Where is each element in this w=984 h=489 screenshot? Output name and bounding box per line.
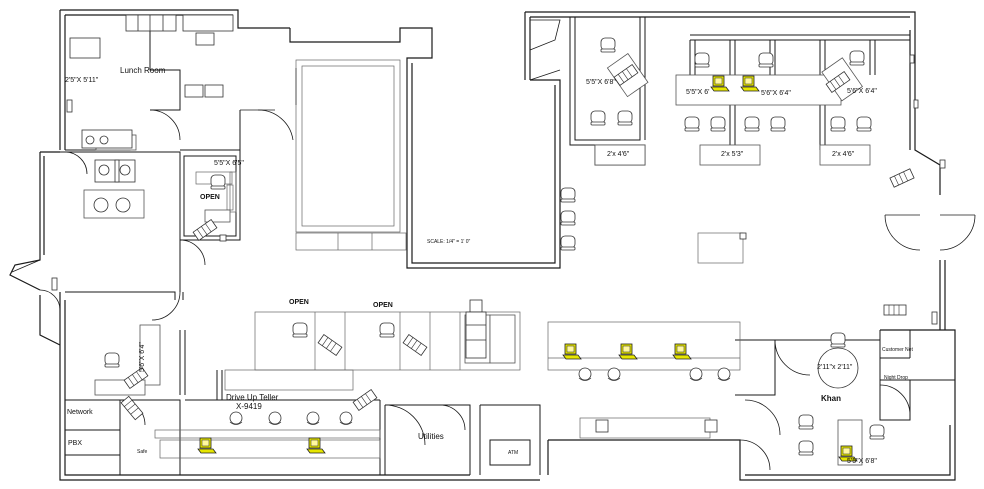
dimension-label: 2'11"x 2'11" (817, 364, 853, 371)
extension-label: X-9419 (236, 402, 262, 411)
room-label-open: OPEN (373, 302, 393, 309)
dimension-label: 2'x 4'6" (832, 151, 855, 158)
teller-fixtures (465, 299, 718, 433)
chair-icon (717, 367, 731, 381)
room-label-khan: Khan (821, 394, 841, 403)
chair-icon (306, 411, 320, 425)
chair-icon (590, 110, 606, 126)
chair-icon (210, 174, 226, 190)
chair-icon (694, 52, 710, 68)
chair-icon (268, 411, 282, 425)
exterior-walls (9, 9, 956, 481)
chair-icon (830, 116, 846, 132)
chair-icon (607, 367, 621, 381)
interior-walls (60, 15, 955, 475)
dimension-label: 5'6"X 6'4" (847, 88, 877, 95)
scale-label: SCALE: 1/4" = 1' 0" (427, 239, 471, 245)
dimension-label: 2'5"X 5'11" (65, 77, 99, 84)
chair-icon (560, 210, 576, 226)
room-label-open: OPEN (200, 194, 220, 201)
dimension-label: 5'6"X 6'4" (761, 90, 791, 97)
lunch-fixtures (69, 14, 234, 213)
room-label-drive-up-teller: Drive Up Teller (226, 393, 279, 402)
chair-icon (292, 322, 308, 338)
fire-extinguisher-icon (51, 54, 946, 325)
chair-icon (770, 116, 786, 132)
chair-icon (744, 116, 760, 132)
chair-icon (798, 440, 814, 456)
chair-icon (710, 116, 726, 132)
chair-icon (758, 52, 774, 68)
room-label-customer-net: Customer Net (882, 347, 913, 353)
chair-icon (856, 116, 872, 132)
room-label-utilities: Utilities (418, 432, 444, 441)
chair-icon (869, 424, 885, 440)
chair-icon (849, 50, 865, 66)
dimension-label: 5'6"X 6'4" (139, 342, 146, 372)
chair-icon (339, 411, 353, 425)
computer-icon (562, 343, 582, 360)
room-label-pbx: PBX (68, 440, 83, 447)
chair-icon (600, 37, 616, 53)
room-label-network: Network (67, 409, 93, 416)
round-table (817, 347, 859, 389)
dimension-label: 5'5"X 6'8" (847, 458, 877, 465)
chair-icon (560, 187, 576, 203)
chair-icon (104, 352, 120, 368)
chair-icon (229, 411, 243, 425)
room-label-night-drop: Night Drop (884, 375, 908, 381)
dimension-label: 2'x 5'3" (721, 151, 744, 158)
door-swing-icon (11, 19, 976, 471)
dimension-label: 5'5"X 6'8" (586, 79, 616, 86)
chair-icon (684, 116, 700, 132)
chair-icon (560, 235, 576, 251)
chair-icon (617, 110, 633, 126)
dimension-label: 2'x 4'6" (607, 151, 630, 158)
desks (83, 53, 871, 466)
room-label-safe: Safe (137, 449, 148, 455)
computer-icon (672, 343, 692, 360)
dimension-label: 5'5"X 6' (686, 89, 710, 96)
chair-icon (379, 322, 395, 338)
chair-icon (689, 367, 703, 381)
room-label-lunch: Lunch Room (120, 66, 166, 75)
chair-icon (578, 367, 592, 381)
chair-icon (830, 332, 846, 348)
room-label-atm: ATM (508, 450, 519, 456)
room-label-open: OPEN (289, 299, 309, 306)
chair-icon (798, 414, 814, 430)
computer-icon (618, 343, 638, 360)
dimension-label: 5'5"X 6'5" (214, 160, 244, 167)
